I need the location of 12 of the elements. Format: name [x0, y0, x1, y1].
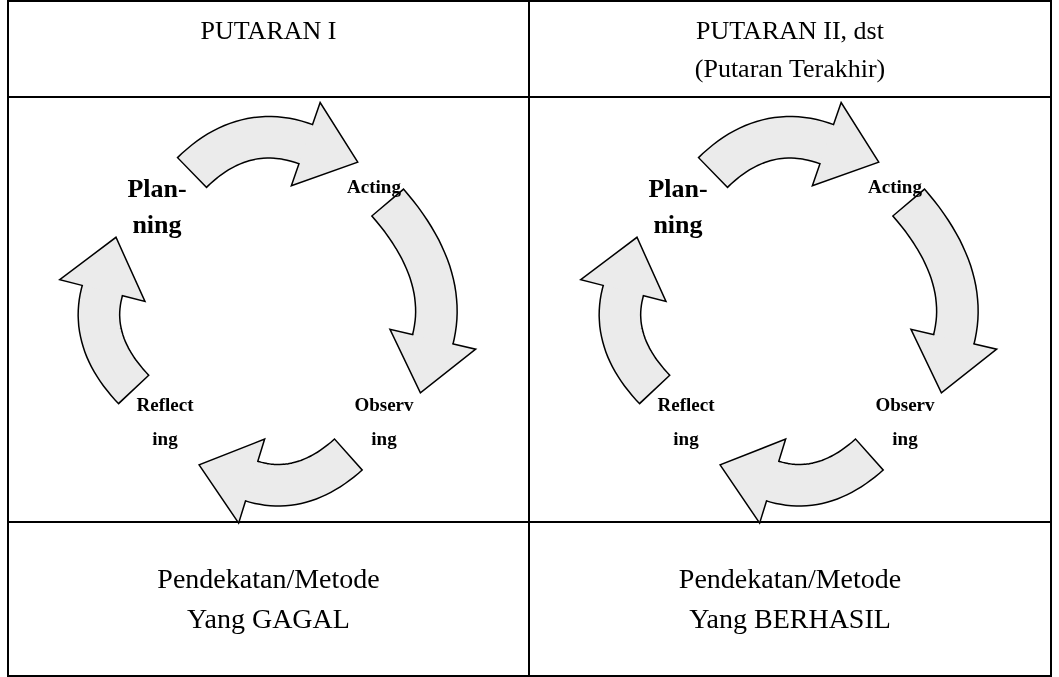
stage-label: Reflect ing [657, 388, 715, 456]
result-text: Pendekatan/Metode Yang GAGAL [156, 562, 381, 636]
stage-label: Observ ing [875, 388, 935, 456]
stage-label: Reflect ing [136, 388, 194, 456]
stage-label: Acting [868, 170, 922, 204]
column-heading: PUTARAN I [200, 15, 337, 47]
stage-label: Plan- ning [648, 171, 708, 243]
stage-label: Acting [347, 170, 401, 204]
result-text: Pendekatan/Metode Yang BERHASIL [677, 562, 903, 636]
column-heading: PUTARAN II, dst (Putaran Terakhir) [693, 15, 887, 85]
stage-label: Plan- ning [127, 171, 187, 243]
stage-label: Observ ing [354, 388, 414, 456]
